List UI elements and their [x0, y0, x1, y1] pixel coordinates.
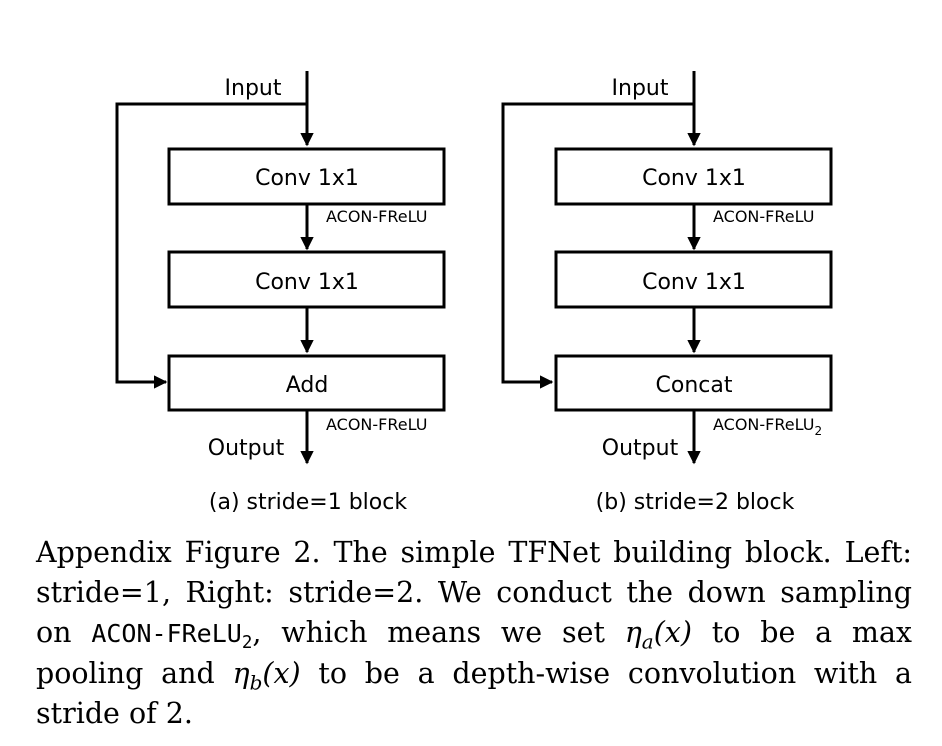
- caption-eta-a-argument: (x): [653, 616, 692, 649]
- caption-eta-b-subscript: b: [249, 670, 263, 695]
- building-block-diagrams: Input Conv 1x1 ACON-FReLU Conv 1x1 Add A…: [115, 71, 833, 515]
- caption-part-2: , which means we set: [252, 616, 625, 649]
- caption-eta-a-subscript: a: [641, 629, 654, 654]
- diagram-b-activation-1: ACON-FReLU: [713, 207, 814, 226]
- caption-eta-a-symbol: η: [624, 616, 642, 649]
- diagram-a-caption: (a) stride=1 block: [209, 490, 407, 515]
- diagram-a-merge-box: [167, 354, 446, 412]
- diagram-b-conv2-label: Conv 1x1: [642, 270, 746, 295]
- caption-part-4: to be a depth-wise convolution with a st…: [36, 657, 912, 730]
- figure-caption: Appendix Figure 2. The simple TFNet buil…: [36, 533, 912, 734]
- diagram-b-merge-box: [554, 354, 833, 412]
- diagram-a-output-label: Output: [208, 436, 285, 461]
- caption-part-1: Appendix Figure 2. The simple TFNet buil…: [36, 536, 912, 649]
- diagram-a-conv2-label: Conv 1x1: [255, 270, 359, 295]
- diagram-a: Input Conv 1x1 ACON-FReLU Conv 1x1 Add A…: [115, 71, 446, 515]
- caption-eta-b-symbol: η: [232, 657, 250, 690]
- diagram-b-output-label: Output: [602, 436, 679, 461]
- diagram-a-activation-1: ACON-FReLU: [326, 207, 427, 226]
- caption-eta-a: ηa(x): [624, 616, 692, 652]
- diagram-b: Input Conv 1x1 ACON-FReLU Conv 1x1 Conca…: [501, 71, 833, 515]
- caption-code-subscript: 2: [241, 633, 253, 653]
- diagram-b-caption: (b) stride=2 block: [596, 490, 795, 515]
- diagram-b-merge-label: Concat: [656, 373, 733, 398]
- caption-code-text: ACON-FReLU: [91, 619, 242, 648]
- diagram-b-conv1-label: Conv 1x1: [642, 166, 746, 191]
- diagram-b-activation-2-text: ACON-FReLU: [713, 415, 814, 434]
- diagram-a-activation-2: ACON-FReLU: [326, 415, 427, 434]
- diagram-b-activation-2: ACON-FReLU2: [713, 415, 822, 438]
- caption-part-3: to be a max pooling and: [36, 616, 913, 690]
- caption-eta-b-argument: (x): [262, 657, 301, 690]
- diagram-b-conv1-box: [554, 147, 833, 206]
- diagram-a-merge-label: Add: [286, 373, 329, 398]
- caption-code-acon-frelu: ACON-FReLU2: [91, 619, 252, 652]
- diagram-a-input-label: Input: [225, 76, 282, 101]
- diagram-a-conv1-label: Conv 1x1: [255, 166, 359, 191]
- diagram-b-skip-connection: [501, 102, 694, 389]
- diagram-a-skip-connection: [115, 102, 307, 389]
- diagram-b-input-label: Input: [612, 76, 669, 101]
- caption-eta-b: ηb(x): [232, 657, 301, 693]
- diagram-b-conv2-box: [554, 250, 833, 309]
- diagram-b-activation-2-subscript: 2: [814, 424, 822, 438]
- diagram-a-conv2-box: [167, 250, 446, 309]
